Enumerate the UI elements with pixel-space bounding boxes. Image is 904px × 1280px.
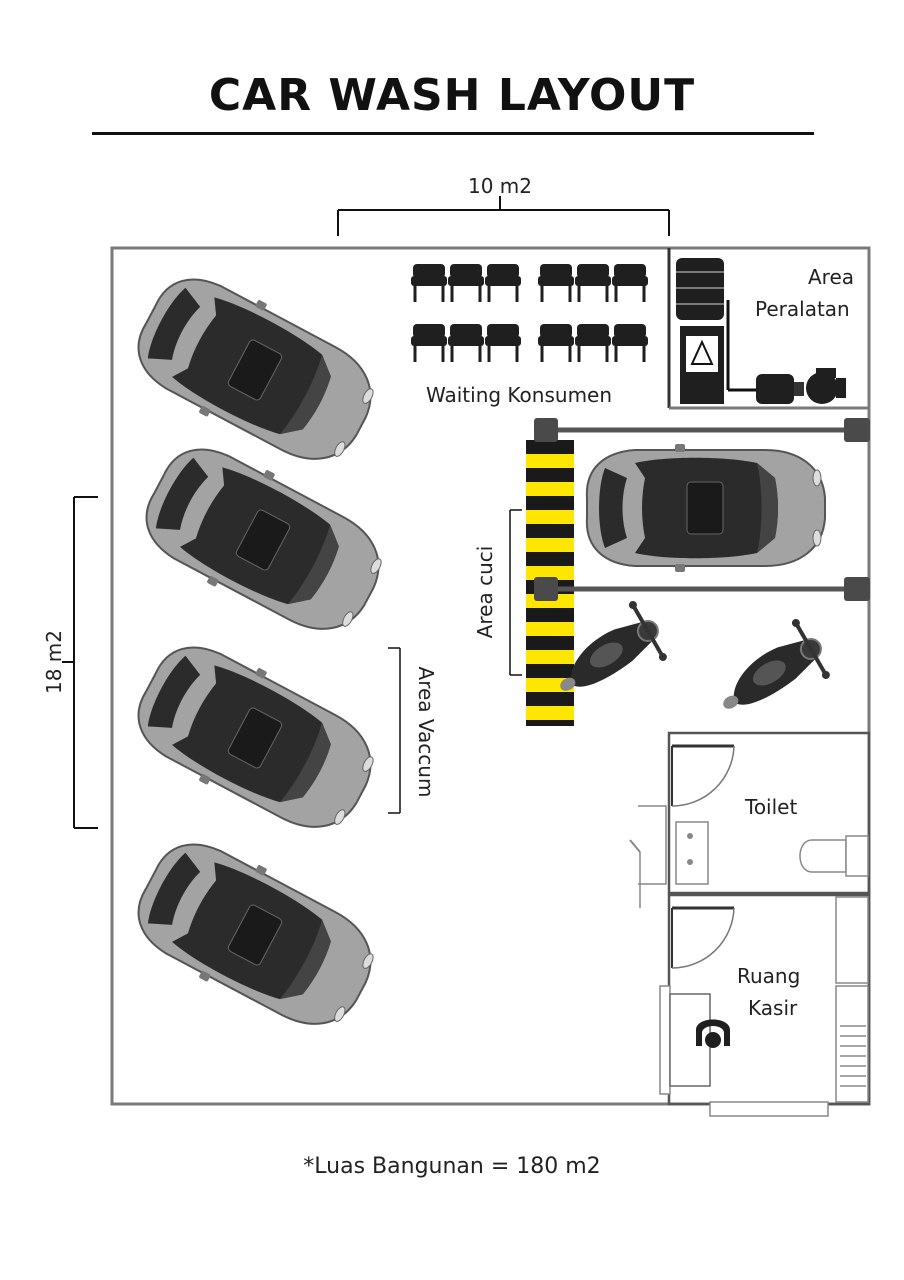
- stripe-segment: [526, 440, 574, 454]
- title-underline: [92, 132, 814, 135]
- vacuum-area-label: Area Vaccum: [414, 666, 438, 798]
- cashier-room: [659, 893, 871, 1117]
- stripe-segment: [526, 524, 574, 538]
- cashier-window: [709, 1101, 829, 1117]
- stripe-segment: [526, 552, 574, 566]
- car-3: [119, 625, 392, 852]
- cashier-label-2: Kasir: [748, 996, 798, 1020]
- stripe-segment: [526, 636, 574, 650]
- stripe-segment: [526, 454, 574, 468]
- wash-bars: [534, 418, 870, 601]
- stripe-segment: [526, 706, 574, 720]
- stripe-segment: [526, 622, 574, 636]
- equipment-area-label-2: Peralatan: [755, 297, 850, 321]
- waiting-area-label: Waiting Konsumen: [426, 383, 613, 407]
- building-area-footnote: *Luas Bangunan = 180 m2: [303, 1154, 601, 1179]
- stripe-segment: [526, 650, 574, 664]
- car-1: [119, 257, 392, 484]
- dimension-left-label: 18 m2: [42, 630, 66, 695]
- car-4: [119, 822, 392, 1049]
- toilet-room: [629, 731, 871, 908]
- cashier-label-1: Ruang: [737, 964, 801, 988]
- wash-car: [585, 443, 826, 573]
- dimension-top: [337, 196, 670, 236]
- toilet-label: Toilet: [745, 795, 798, 819]
- building-outline: [110, 246, 871, 1106]
- cashier-desk: [659, 985, 671, 1095]
- toilet-icon: [799, 839, 847, 873]
- equipment-area-label-1: Area: [808, 265, 855, 289]
- stripe-segment: [526, 482, 574, 496]
- stripe-segment: [526, 538, 574, 552]
- stripe-segment: [526, 608, 574, 622]
- dimension-left: [62, 496, 98, 829]
- stripe-segment: [526, 720, 574, 726]
- wash-area-label: Area cuci: [473, 545, 497, 639]
- chair-icon: [696, 1019, 730, 1046]
- stripe-segment: [526, 664, 574, 678]
- stripe-segment: [526, 468, 574, 482]
- sink-icon: [675, 821, 709, 885]
- waiting-chairs: [409, 262, 650, 364]
- stripe-segment: [526, 496, 574, 510]
- vacuum-bracket: [388, 647, 401, 814]
- equipment-room: [667, 248, 869, 410]
- water-pump-icon: [756, 368, 846, 404]
- stripe-segment: [526, 510, 574, 524]
- parked-cars: [119, 257, 400, 1049]
- wash-bracket: [509, 509, 522, 676]
- stripe-segment: [526, 692, 574, 706]
- car-2: [127, 427, 400, 654]
- motorcycle-2: [701, 612, 840, 733]
- wash-stripes: [526, 440, 574, 726]
- stripe-segment: [526, 566, 574, 580]
- page-title: CAR WASH LAYOUT: [208, 70, 696, 121]
- dimension-top-label: 10 m2: [467, 174, 532, 198]
